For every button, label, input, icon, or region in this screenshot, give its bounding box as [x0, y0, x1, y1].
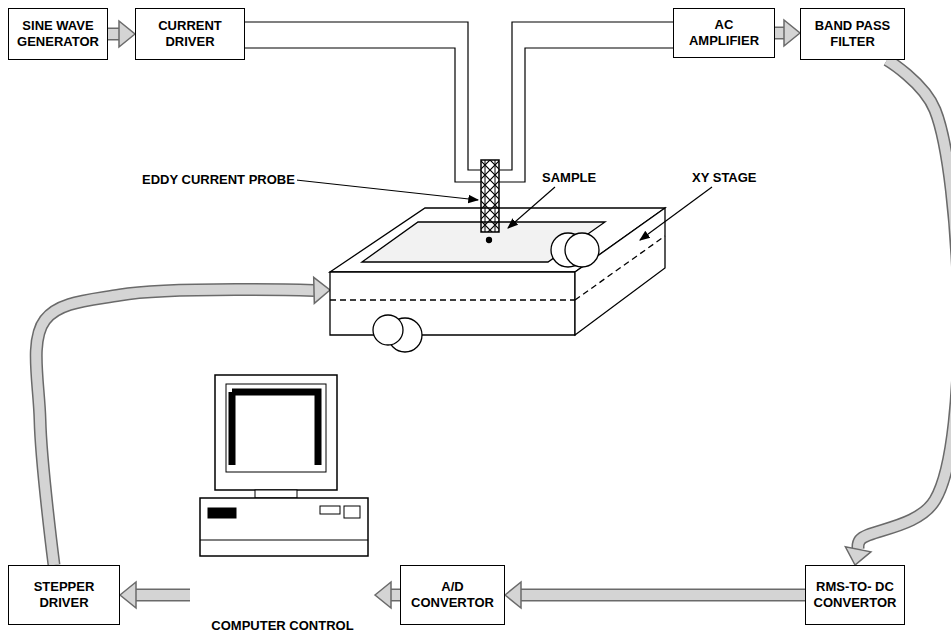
computer-node: COMPUTER CONTROL: [190, 372, 375, 636]
node-text-group: COMPUTER CONTROL: [211, 618, 353, 634]
converter-box: RMS-TO- DC CONVERTOR: [805, 565, 905, 625]
arrow-outline: [108, 28, 119, 41]
arrow-outline: [858, 60, 951, 549]
part-label: EDDY CURRENT PROBE: [140, 172, 297, 187]
node-text-group: A/D CONVERTOR: [406, 579, 499, 611]
arrow-head: [784, 20, 800, 46]
node-label: BAND PASS FILTER: [806, 18, 899, 50]
node-label: RMS-TO- DC CONVERTOR: [811, 579, 899, 611]
arrow-outline: [775, 27, 784, 40]
arrow-body: [775, 28, 784, 38]
arrow-head: [120, 582, 136, 608]
part-label: XY STAGE: [690, 170, 759, 185]
driver-box: CURRENT DRIVER: [135, 8, 245, 60]
signal-arrow: [108, 21, 135, 47]
arrow-outline: [391, 589, 400, 602]
signal-arrow: [375, 582, 400, 608]
arrow-head: [119, 21, 135, 47]
arrow-head: [375, 582, 391, 608]
node-label: SINE WAVE GENERATOR: [14, 18, 102, 50]
arrow-body: [391, 590, 400, 600]
node-label: CURRENT DRIVER: [141, 18, 239, 50]
arrow-body: [858, 60, 951, 549]
arrow-outline: [136, 589, 190, 602]
arrow-head: [505, 582, 521, 608]
signal-arrow: [120, 582, 190, 608]
arrow-body: [521, 590, 805, 600]
node-text-group: SINE WAVE GENERATOR: [14, 18, 102, 50]
node-text-group: RMS-TO- DC CONVERTOR: [811, 579, 899, 611]
node-text-group: CURRENT DRIVER: [141, 18, 239, 50]
node-label: A/D CONVERTOR: [406, 579, 499, 611]
part-label: SAMPLE: [540, 170, 598, 185]
node-text-group: BAND PASS FILTER: [806, 18, 899, 50]
arrow-body: [108, 29, 119, 39]
filter-box: BAND PASS FILTER: [800, 8, 905, 60]
leader-line: [296, 180, 712, 240]
eddy-current-probe: [481, 160, 499, 232]
converter-box: A/D CONVERTOR: [400, 565, 505, 625]
probe-wire: [245, 22, 673, 182]
node-text-group: AC AMPLIFIER: [679, 17, 769, 49]
node-label: AC AMPLIFIER: [679, 17, 769, 49]
driver-box: STEPPER DRIVER: [8, 565, 120, 625]
amplifier-box: AC AMPLIFIER: [673, 8, 775, 58]
computer-illustration: [200, 375, 368, 556]
arrow-head: [314, 277, 330, 303]
node-label: STEPPER DRIVER: [14, 579, 114, 611]
arrow-outline: [521, 589, 805, 602]
node-label: COMPUTER CONTROL: [211, 618, 353, 634]
signal-arrow: [505, 582, 805, 608]
arrow-head: [845, 547, 870, 565]
node-text-group: STEPPER DRIVER: [14, 579, 114, 611]
signal-arrow: [775, 20, 800, 46]
generator-box: SINE WAVE GENERATOR: [8, 8, 108, 60]
signal-arrow: [845, 60, 951, 565]
arrow-body: [136, 590, 190, 600]
